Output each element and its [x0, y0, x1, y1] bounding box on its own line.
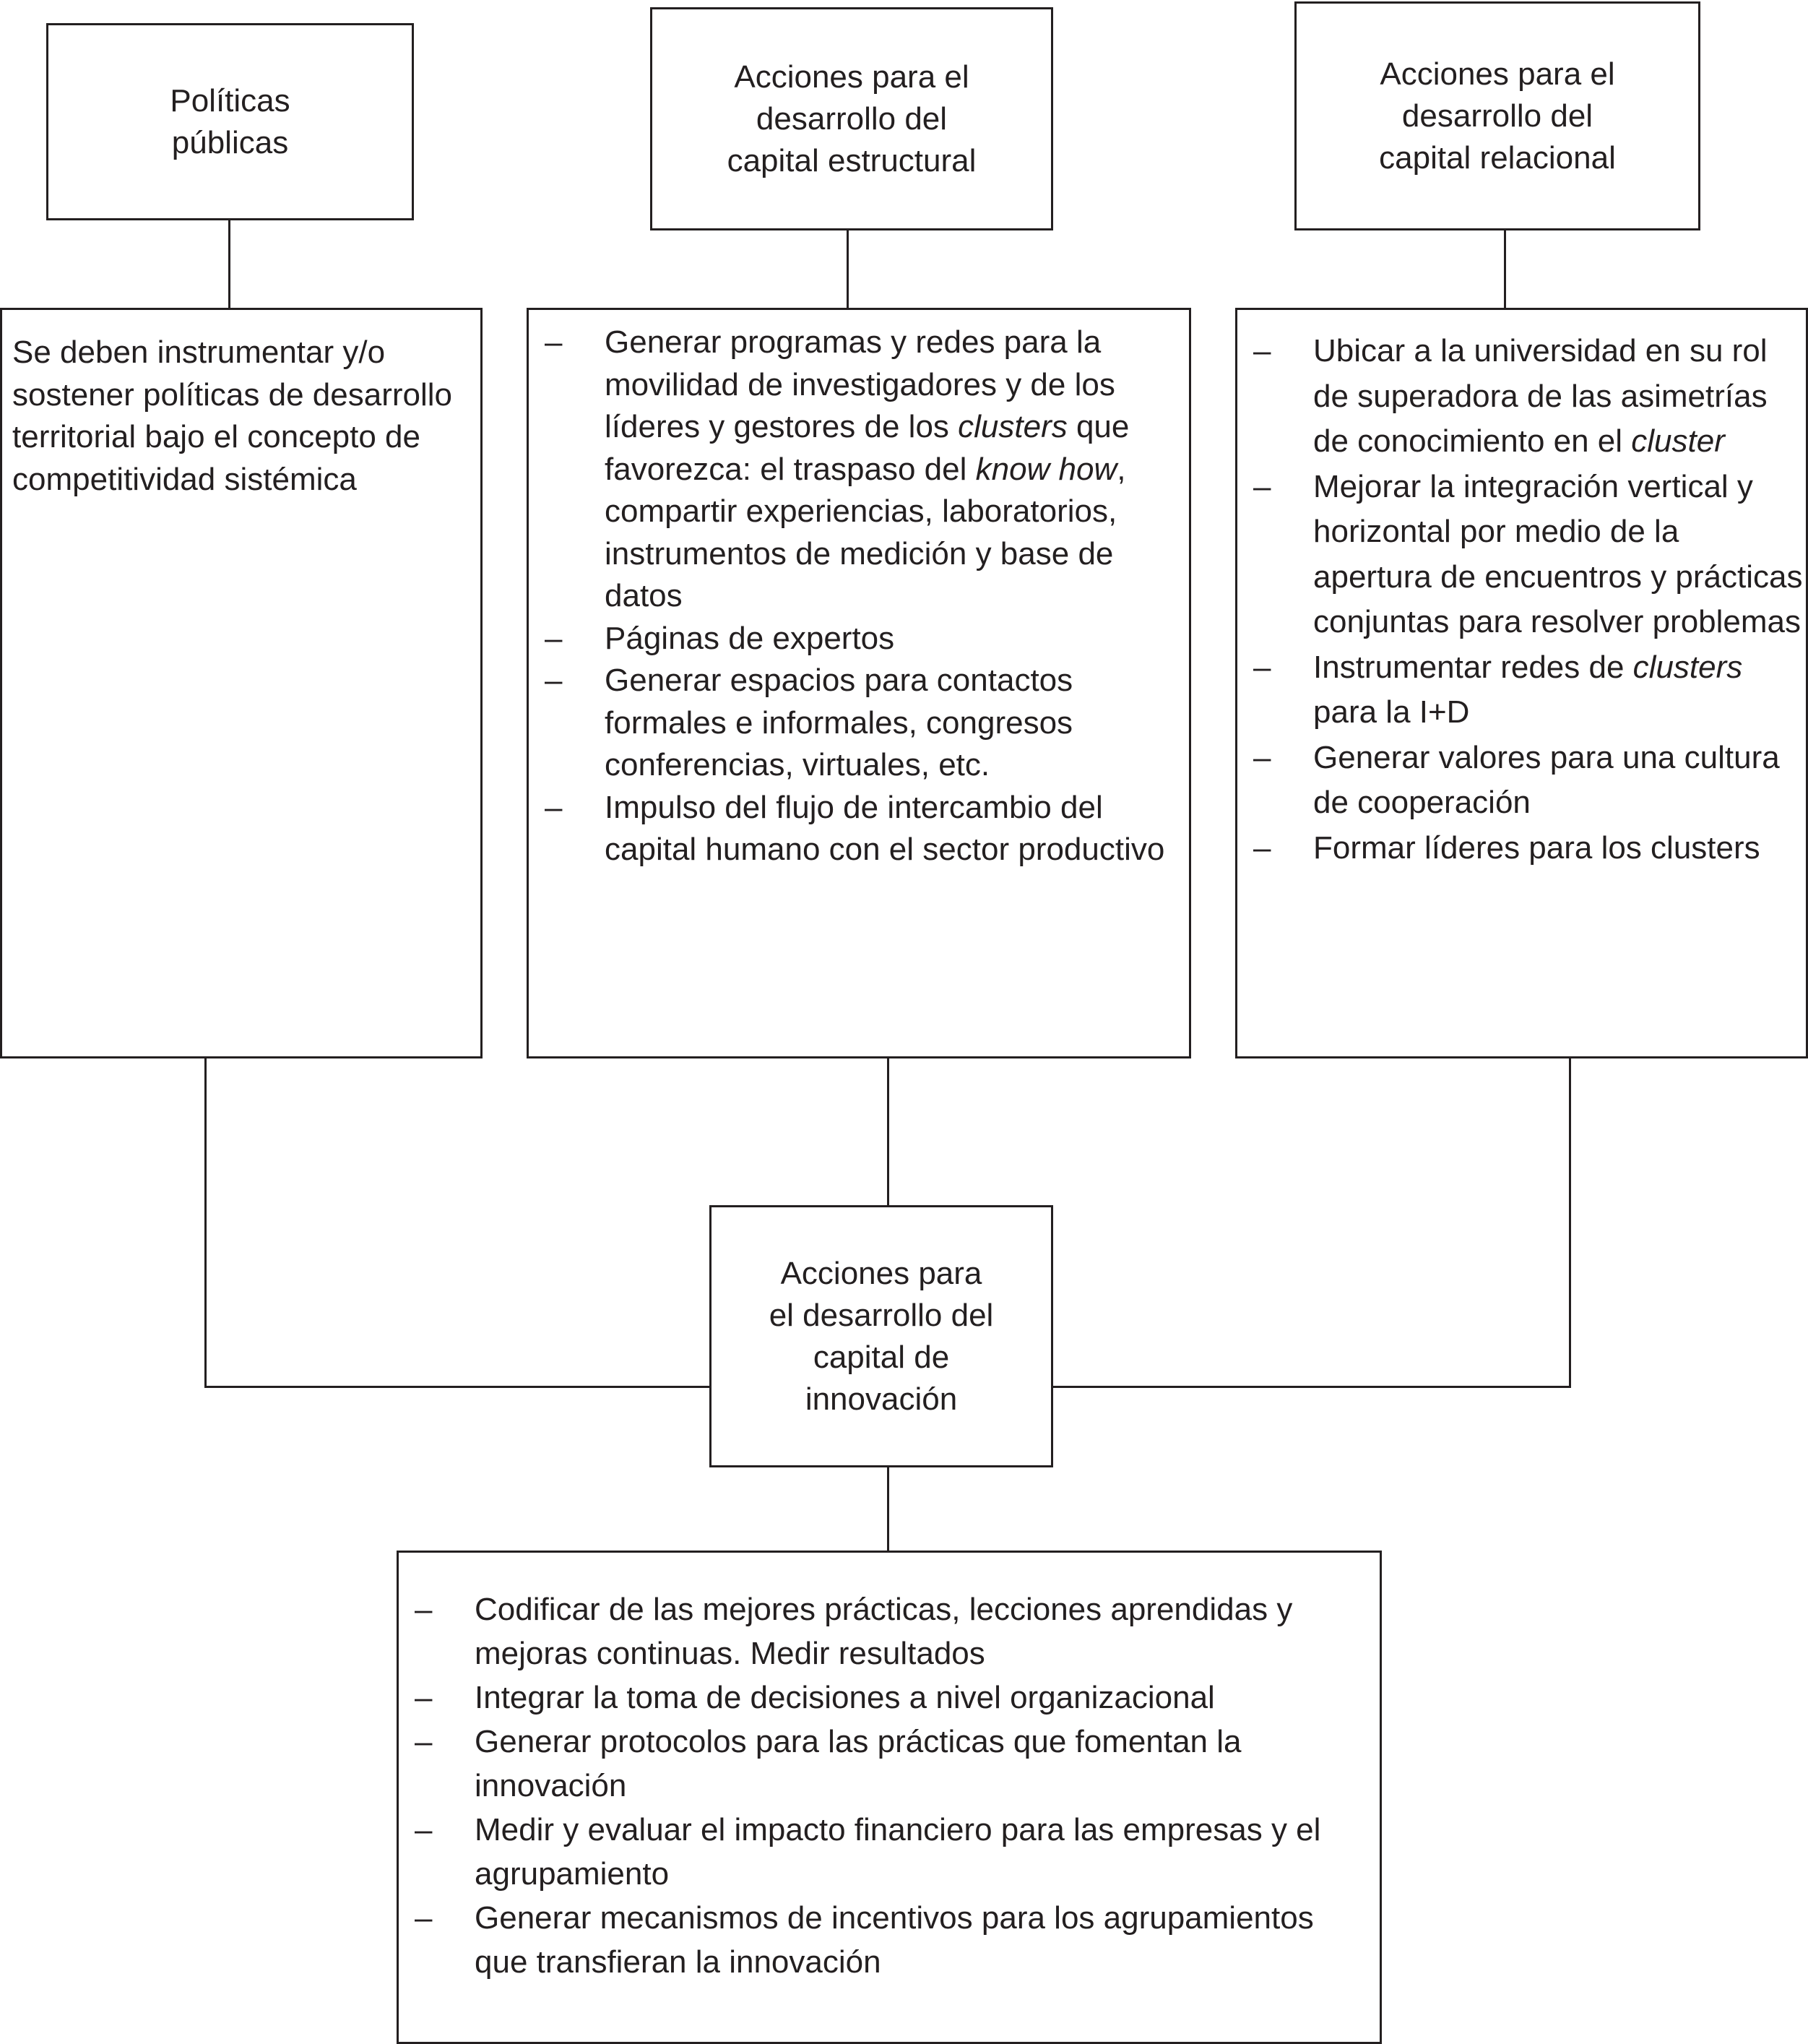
list-item: Ubicar a la universidad en su rol de sup…: [1237, 329, 1806, 465]
connector-right-down: [1569, 1057, 1571, 1388]
list-item-text: para la I+D: [1313, 694, 1470, 730]
connector-left-down: [204, 1057, 207, 1388]
list-item-text: Impulso del flujo de intercambio del cap…: [605, 789, 1165, 868]
list-item-text: Instrumentar redes de: [1313, 649, 1633, 685]
list-item: Mejorar la integración vertical y horizo…: [1237, 465, 1806, 645]
list-item-text: Medir y evaluar el impacto financiero pa…: [475, 1812, 1321, 1892]
list-item-text: Generar protocolos para las prácticas qu…: [475, 1724, 1242, 1803]
list-item: Instrumentar redes de clusters para la I…: [1237, 645, 1806, 736]
connector-right-across: [1052, 1386, 1571, 1388]
connector-estructural: [847, 229, 849, 309]
node-capital-innovacion: Acciones para el desarrollo del capital …: [709, 1205, 1053, 1467]
list-item-text: cluster: [1631, 423, 1725, 459]
list-item-text: que favorezca: el traspaso del: [605, 409, 1130, 487]
detail-text: Se deben instrumentar y/o sostener polít…: [12, 335, 452, 497]
list-item: Formar líderes para los clusters: [1237, 826, 1806, 871]
list-item: Impulso del flujo de intercambio del cap…: [529, 787, 1189, 871]
list-item: Codificar de las mejores prácticas, lecc…: [399, 1587, 1370, 1676]
detail-list: Ubicar a la universidad en su rol de sup…: [1237, 329, 1806, 871]
list-item-text: Generar mecanismos de incentivos para lo…: [475, 1900, 1314, 1980]
node-title: Políticas públicas: [170, 82, 290, 160]
list-item-text: Integrar la toma de decisiones a nivel o…: [475, 1680, 1215, 1715]
list-item-text: Ubicar a la universidad en su rol de sup…: [1313, 333, 1768, 459]
detail-list: Codificar de las mejores prácticas, lecc…: [399, 1587, 1380, 1984]
list-item: Generar mecanismos de incentivos para lo…: [399, 1896, 1370, 1984]
node-capital-estructural: Acciones para el desarrollo del capital …: [650, 7, 1053, 230]
detail-capital-relacional: Ubicar a la universidad en su rol de sup…: [1235, 308, 1808, 1058]
connector-politicas: [228, 219, 230, 309]
node-title: Acciones para el desarrollo del capital …: [769, 1255, 994, 1417]
list-item-text: Páginas de expertos: [605, 620, 895, 656]
list-item-text: Formar líderes para los clusters: [1313, 829, 1760, 866]
node-politicas-publicas: Políticas públicas: [46, 23, 414, 220]
detail-list: Generar programas y redes para la movili…: [529, 322, 1189, 871]
list-item: Páginas de expertos: [529, 618, 1189, 660]
node-title: Acciones para el desarrollo del capital …: [727, 59, 977, 178]
list-item-text: Codificar de las mejores prácticas, lecc…: [475, 1592, 1293, 1671]
list-item-text: clusters: [958, 409, 1068, 444]
list-item-text: Generar valores para una cultura de coop…: [1313, 739, 1780, 821]
connector-left-across: [204, 1386, 711, 1388]
node-capital-relacional: Acciones para el desarrollo del capital …: [1294, 1, 1700, 230]
list-item-text: clusters: [1632, 649, 1743, 685]
list-item: Generar protocolos para las prácticas qu…: [399, 1720, 1370, 1808]
connector-relacional: [1504, 229, 1506, 309]
list-item: Integrar la toma de decisiones a nivel o…: [399, 1676, 1370, 1720]
list-item-text: know how: [975, 451, 1117, 487]
connector-center-down: [887, 1057, 889, 1207]
detail-politicas-publicas: Se deben instrumentar y/o sostener polít…: [0, 308, 483, 1058]
detail-capital-estructural: Generar programas y redes para la movili…: [527, 308, 1191, 1058]
list-item: Generar espacios para contactos formales…: [529, 660, 1189, 787]
list-item: Generar valores para una cultura de coop…: [1237, 736, 1806, 826]
connector-innovacion: [887, 1465, 889, 1551]
list-item-text: Generar programas y redes para la movili…: [605, 324, 1115, 444]
list-item-text: , compartir experiencias, laboratorios, …: [605, 451, 1126, 614]
detail-capital-innovacion: Codificar de las mejores prácticas, lecc…: [397, 1551, 1382, 2044]
list-item-text: Mejorar la integración vertical y horizo…: [1313, 468, 1803, 640]
list-item: Generar programas y redes para la movili…: [529, 322, 1189, 618]
list-item: Medir y evaluar el impacto financiero pa…: [399, 1808, 1370, 1896]
node-title: Acciones para el desarrollo del capital …: [1379, 56, 1616, 176]
list-item-text: Generar espacios para contactos formales…: [605, 663, 1073, 782]
